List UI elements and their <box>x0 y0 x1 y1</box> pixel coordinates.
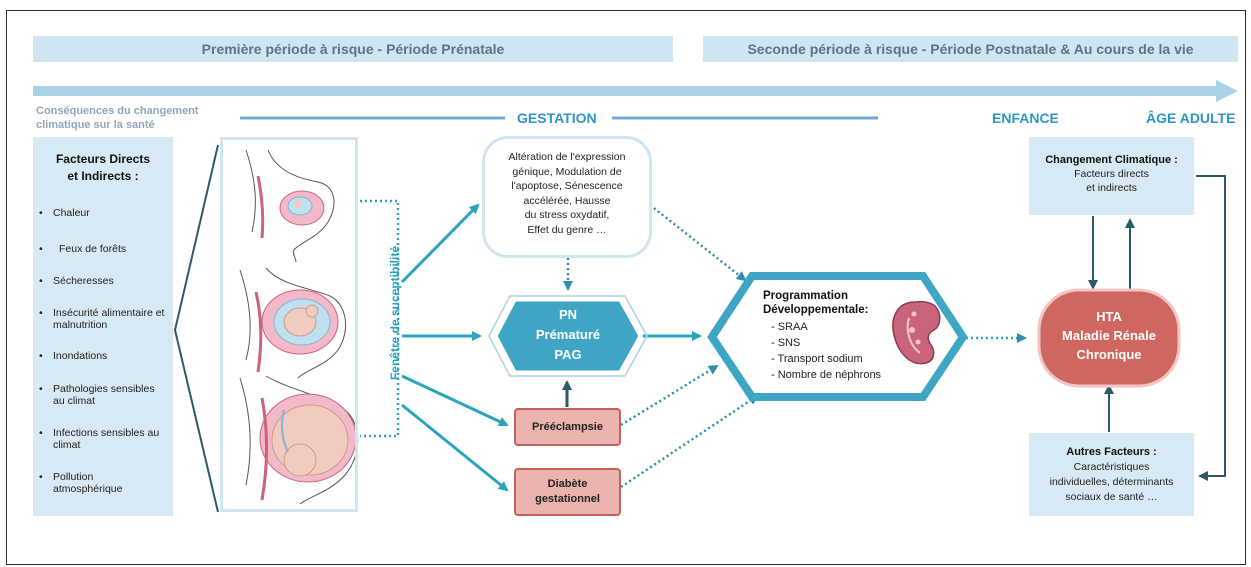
outcome-mrc-line2: Chronique <box>1076 347 1142 362</box>
programming-item: - Transport sodium <box>771 353 863 365</box>
birth-outcome-pag: PAG <box>554 347 582 362</box>
birth-outcomes-text: PN Prématuré PAG <box>520 305 616 365</box>
mechanisms-line: Altération de l'expression <box>508 151 626 163</box>
diabetes-line2: gestationnel <box>535 493 600 505</box>
climate-change-box: Changement Climatique : Facteurs directs… <box>1029 137 1194 215</box>
programming-item: - Nombre de néphrons <box>771 369 882 381</box>
outcome-hta: HTA <box>1096 309 1122 324</box>
factors-panel: Facteurs Directs et Indirects : •Chaleur… <box>33 137 173 516</box>
adulte-label: ÂGE ADULTE <box>1146 110 1236 126</box>
other-factors-title: Autres Facteurs : <box>1066 446 1157 458</box>
outcome-text: HTA Maladie Rénale Chronique <box>1039 307 1179 364</box>
programming-title-line1: Programmation <box>763 290 848 302</box>
mechanisms-line: génique, Modulation de <box>512 165 622 178</box>
pregnancy-illustrations-icon <box>239 149 359 505</box>
other-factors-box: Autres Facteurs : Caractéristiques indiv… <box>1029 433 1194 516</box>
outcome-mrc-line1: Maladie Rénale <box>1062 328 1156 343</box>
factor-bracket <box>173 144 219 513</box>
figure-frame <box>6 10 1246 565</box>
factors-title-line1: Facteurs Directs <box>55 152 151 166</box>
climate-change-line2: et indirects <box>1086 182 1137 194</box>
mechanisms-line: accélérée, Hausse <box>523 194 611 207</box>
factors-title: Facteurs Directs et Indirects : <box>33 151 173 185</box>
other-factors-line3: sociaux de santé … <box>1065 491 1158 503</box>
birth-outcome-pn: PN <box>558 307 578 322</box>
other-factors-line2: individuelles, déterminants <box>1049 476 1174 488</box>
birth-outcome-diamond <box>494 298 642 374</box>
climate-consequences-label: Conséquences du changement climatique su… <box>36 105 199 131</box>
diabetes-box: Diabète gestationnel <box>514 468 621 516</box>
postnatal-period-header: Seconde période à risque - Période Postn… <box>703 36 1238 62</box>
timeline-arrow <box>33 80 1238 102</box>
climate-change-line1: Facteurs directs <box>1074 168 1149 180</box>
factors-title-line2: et Indirects : <box>67 169 139 183</box>
pregnancy-panel <box>220 137 358 512</box>
diabetes-line1: Diabète <box>547 478 588 490</box>
mechanisms-box: Altération de l'expression génique, Modu… <box>482 136 652 258</box>
enfance-label: ENFANCE <box>992 110 1059 126</box>
preeclampsia-box: Prééclampsie <box>514 408 621 446</box>
birth-outcome-premature: Prématuré <box>535 327 601 342</box>
susceptibility-bracket <box>360 199 400 438</box>
programming-item: - SRAA <box>771 321 808 333</box>
kidney-icon <box>892 300 941 365</box>
programming-title-line2: Développementale: <box>763 304 869 316</box>
mechanisms-line: du stress oxydatif, <box>524 209 610 221</box>
mechanisms-line: l'apoptose, Sénescence <box>511 180 623 192</box>
other-factors-line1: Caractéristiques <box>1073 461 1150 473</box>
gestation-label: GESTATION <box>517 110 597 126</box>
mechanisms-line: Effet du genre … <box>527 223 607 236</box>
susceptibility-window-label: Fenêtre de suceptibilité <box>388 245 402 381</box>
climate-change-title: Changement Climatique : <box>1045 154 1178 166</box>
programming-item: - SNS <box>771 337 801 349</box>
hta-shape <box>1037 288 1181 388</box>
prenatal-period-header: Première période à risque - Période Prén… <box>33 36 673 62</box>
programming-text: Programmation Développementale: - SRAA -… <box>763 289 903 383</box>
